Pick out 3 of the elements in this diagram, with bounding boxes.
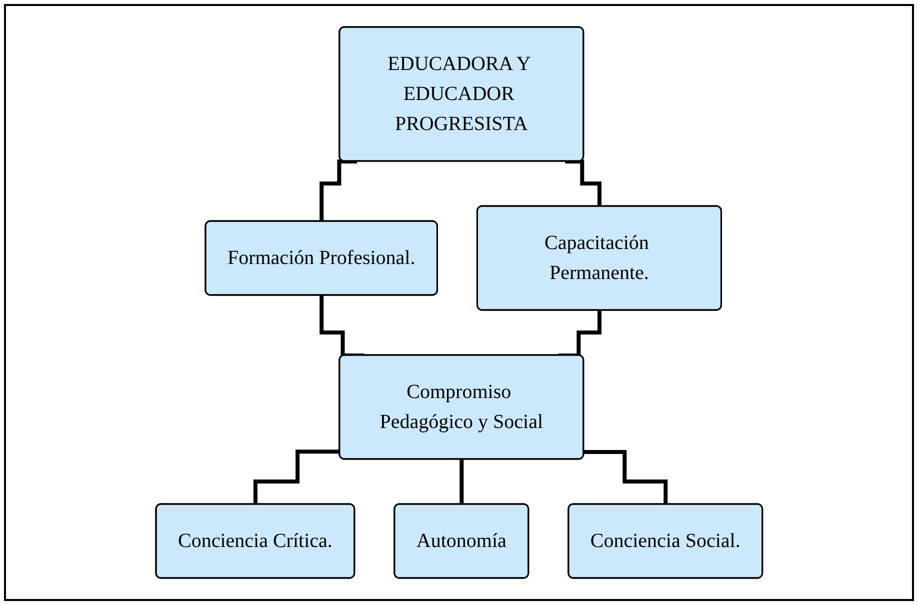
connector — [459, 458, 464, 506]
connector — [558, 308, 602, 358]
connector — [319, 294, 364, 358]
